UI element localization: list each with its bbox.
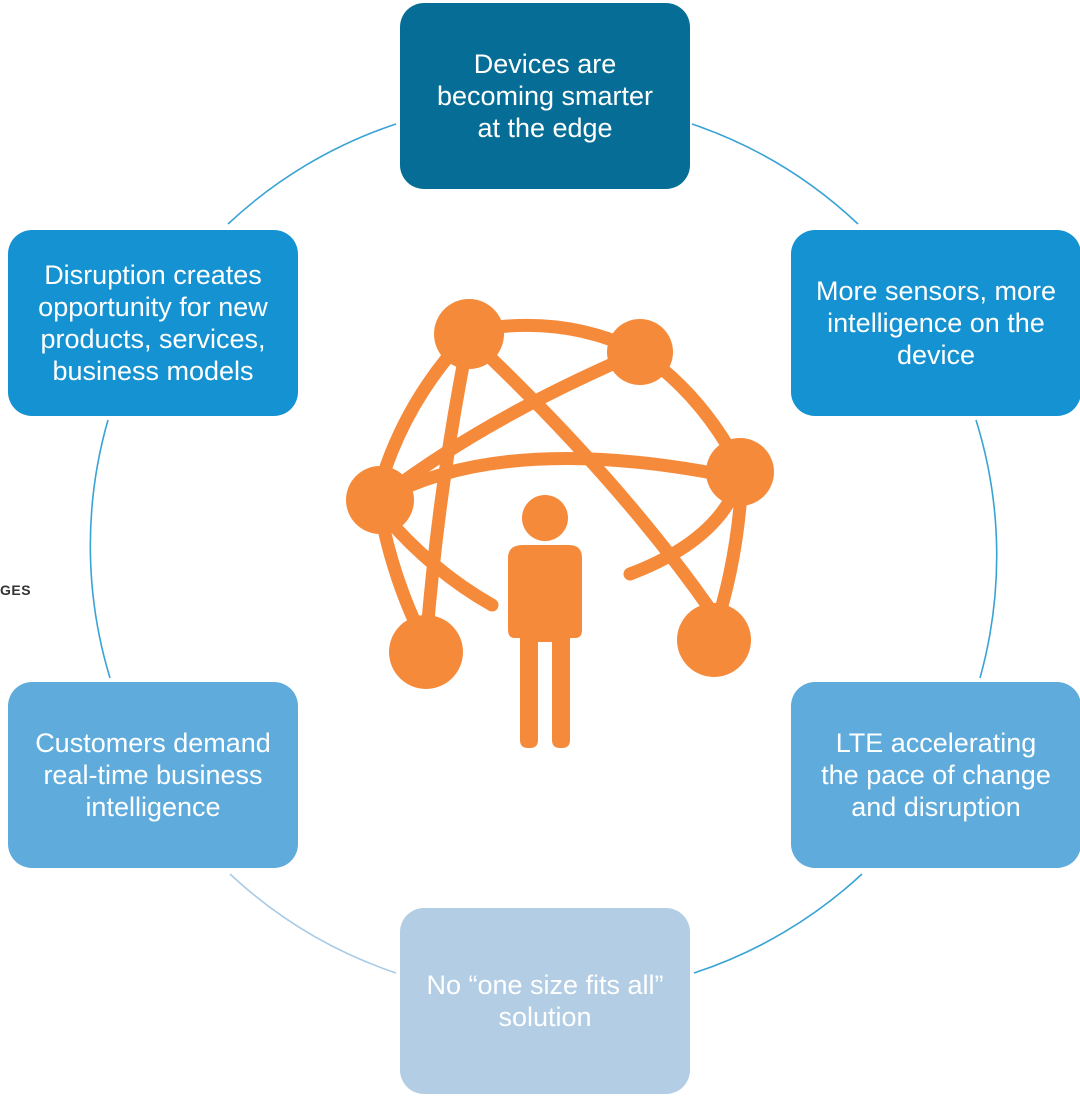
cycle-node-label: Disruption creates opportunity for new p… [38, 260, 268, 386]
arc-lr-to-bottom [693, 873, 863, 974]
cycle-node-lte-accelerating: LTE accelerating the pace of change and … [791, 682, 1080, 868]
cycle-node-devices-smarter: Devices are becoming smarter at the edge [400, 3, 690, 189]
cycle-node-label: No “one size fits all” solution [426, 970, 664, 1032]
arc-top-to-ur [691, 123, 859, 225]
arc-ul-to-top [227, 123, 397, 225]
cycle-node-label: LTE accelerating the pace of change and … [821, 728, 1051, 822]
cycle-node-more-sensors: More sensors, more intelligence on the d… [791, 230, 1080, 416]
cycle-node-label: More sensors, more intelligence on the d… [815, 276, 1057, 370]
arc-bottom-to-ll [229, 873, 397, 974]
cycle-node-label: Devices are becoming smarter at the edge [436, 49, 654, 143]
cycle-node-disruption-creates: Disruption creates opportunity for new p… [8, 230, 298, 416]
arc-ur-to-lr [975, 419, 998, 679]
cycle-node-customers-demand: Customers demand real-time business inte… [8, 682, 298, 868]
clipped-fragment-text: GES [0, 582, 32, 598]
cycle-node-label: Customers demand real-time business inte… [35, 728, 271, 822]
arc-ll-to-ul [89, 419, 111, 679]
cycle-node-no-one-size: No “one size fits all” solution [400, 908, 690, 1094]
